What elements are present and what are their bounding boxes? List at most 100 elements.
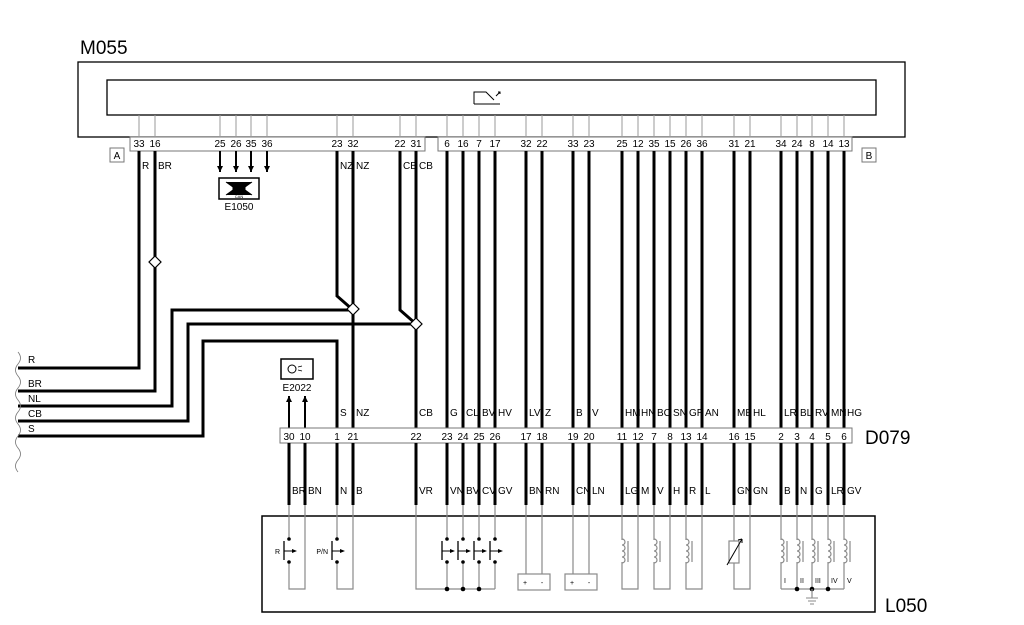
harness-break-mark <box>15 351 21 473</box>
internal-wire <box>336 505 354 590</box>
connector-b-pin-number: 36 <box>696 139 708 150</box>
ecu-symbol-icon <box>473 91 501 105</box>
connector-b-pin-number: 15 <box>664 139 676 150</box>
internal-wire <box>288 505 306 590</box>
d079-pin-number: 8 <box>667 432 673 443</box>
thermistor-arrow-icon <box>726 538 743 566</box>
battery-icon <box>517 573 551 591</box>
arrow-head <box>286 396 292 402</box>
wire-color-label: BR <box>158 161 172 172</box>
ecu-label: M055 <box>80 38 128 59</box>
wire-color-label: H <box>673 486 680 497</box>
d079-pin-number: 25 <box>473 432 485 443</box>
connector-b-pin-number: 12 <box>632 139 644 150</box>
connector-b-pin-number: 7 <box>476 139 482 150</box>
battery-plus-label: + <box>570 580 574 587</box>
switch-contact <box>493 560 497 564</box>
switch-contact <box>477 560 481 564</box>
wire-color-label: LR <box>784 408 797 419</box>
wire-color-label: N <box>800 486 807 497</box>
internal-wire <box>415 505 495 590</box>
wire-color-label: HM <box>625 408 641 419</box>
arrow-head <box>217 166 223 172</box>
switch-contact <box>335 537 339 541</box>
splice-diamond <box>409 317 423 331</box>
d079-pin-number: 20 <box>583 432 595 443</box>
sensor-label: E2022 <box>283 383 312 394</box>
d079-pin-number: 26 <box>489 432 501 443</box>
connector-b-pin-number: 22 <box>536 139 548 150</box>
d079-pin-number: 7 <box>651 432 657 443</box>
connector-b-pin-number: 24 <box>791 139 803 150</box>
wire-color-label: NZ <box>356 408 369 419</box>
switch-contact <box>287 560 291 564</box>
connector-a-strip <box>129 136 426 152</box>
d079-pin-number: 30 <box>283 432 295 443</box>
wire-color-label: BV <box>466 486 480 497</box>
speed-sensor-icon <box>287 364 297 374</box>
wire-color-label: BV <box>482 408 496 419</box>
switch-contact <box>445 537 449 541</box>
can-network-icon <box>225 181 253 196</box>
wire-color-label: LV <box>529 408 541 419</box>
splice-diamond <box>346 302 360 316</box>
wire-color-label: R <box>689 486 696 497</box>
wire-color-label: VR <box>419 486 433 497</box>
connector-b-pin-number: 13 <box>838 139 850 150</box>
wire-color-label: B <box>356 486 363 497</box>
d079-pin-number: 19 <box>567 432 579 443</box>
d079-pin-number: 15 <box>744 432 756 443</box>
d079-pin-number: 4 <box>809 432 815 443</box>
speed-sensor-icon-rays <box>297 365 303 372</box>
wire-color-label: LG <box>625 486 639 497</box>
connector-b-pin-number: 32 <box>520 139 532 150</box>
connector-b-pin-number: 35 <box>648 139 660 150</box>
switch-arrow-icon <box>292 549 297 553</box>
wire-color-label: SN <box>673 408 687 419</box>
arrow-head <box>233 166 239 172</box>
wire-cb <box>18 322 416 423</box>
ground-icon <box>806 597 818 605</box>
d079-pin-number: 5 <box>825 432 831 443</box>
wire-cb <box>398 151 417 326</box>
wire-color-label: VN <box>450 486 464 497</box>
wire-color-label: BN <box>308 486 322 497</box>
junction-dot <box>476 586 482 592</box>
connector-b-pin-number: 6 <box>444 139 450 150</box>
harness-wire-label: R <box>28 355 35 366</box>
coil-icon <box>780 538 785 564</box>
d079-pin-number: 24 <box>457 432 469 443</box>
sensor-box <box>280 358 314 380</box>
wire-color-label: B <box>784 486 791 497</box>
l050-box <box>261 515 876 613</box>
wire-color-label: RN <box>545 486 559 497</box>
d079-pin-number: 11 <box>617 432 628 443</box>
arrow-head <box>302 396 308 402</box>
wire-color-label: G <box>450 408 458 419</box>
connector-b-pin-number: 8 <box>809 139 815 150</box>
connector-b-box <box>861 147 877 163</box>
wire-color-label: GR <box>689 408 704 419</box>
arrow-head <box>248 166 254 172</box>
battery-plus-label: + <box>523 580 527 587</box>
battery-icon <box>564 573 598 591</box>
wire-color-label: MN <box>831 408 847 419</box>
coil-label: V <box>847 578 852 585</box>
junction-dot <box>460 586 466 592</box>
d079-label: D079 <box>865 428 910 449</box>
switch-arrow-icon <box>482 549 487 553</box>
d079-pin-number: 3 <box>794 432 800 443</box>
coil-icon <box>621 538 626 564</box>
l050-label: L050 <box>885 596 927 617</box>
wire-color-label: LN <box>592 486 605 497</box>
coil-icon <box>811 538 816 564</box>
connector-b-pin-number: 25 <box>616 139 628 150</box>
connector-a-pin-number: 32 <box>347 139 359 150</box>
connector-a-pin-number: 36 <box>261 139 273 150</box>
d079-pin-number: 1 <box>334 432 340 443</box>
wire-color-label: V <box>592 408 599 419</box>
wire-color-label: NZ <box>356 161 369 172</box>
switch-arrow-icon <box>466 549 471 553</box>
wire-color-label: BR <box>292 486 306 497</box>
wire-color-label: GV <box>847 486 862 497</box>
